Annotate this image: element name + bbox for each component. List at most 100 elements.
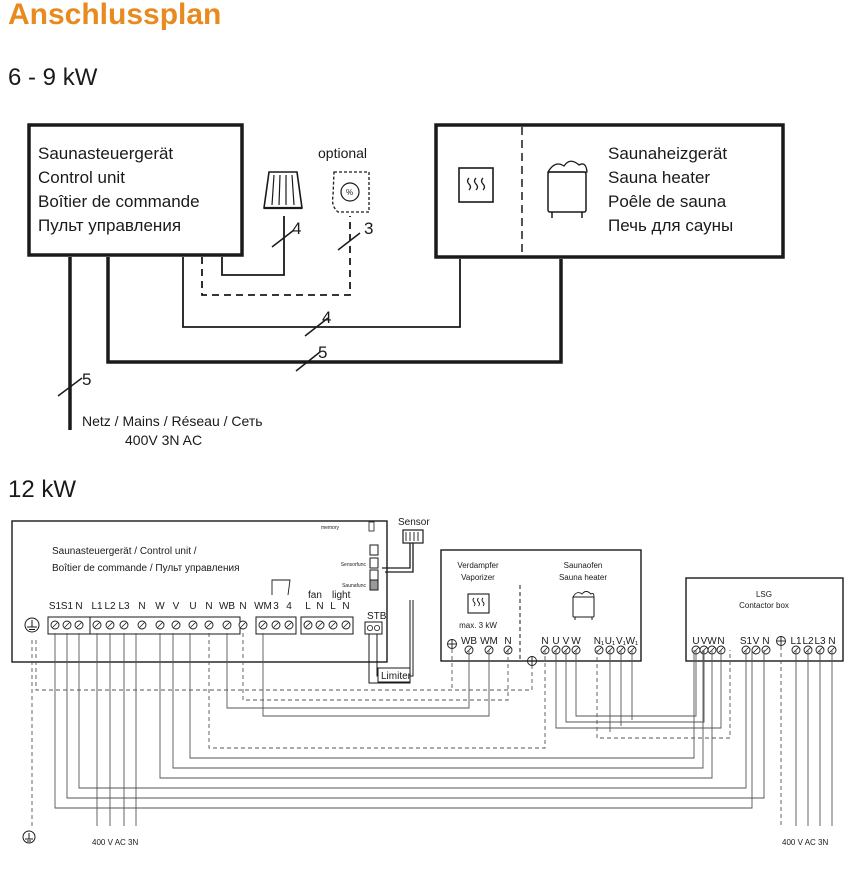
sensor-label: Sensor xyxy=(398,517,430,528)
heater-control-cable-label: 4 xyxy=(322,308,331,327)
terminal-label: L2 xyxy=(104,601,116,612)
terminal-screw-slot xyxy=(94,622,100,628)
terminal-label: WM xyxy=(254,601,272,612)
sauna-oven-label-de: Saunaofen xyxy=(564,561,603,570)
terminal-screw-slot xyxy=(317,622,323,628)
vaporizer-heating-icon xyxy=(467,593,490,614)
optional-label: optional xyxy=(318,145,367,161)
optional-cable-label: 3 xyxy=(364,219,373,238)
terminal-screws-fan-light xyxy=(303,620,351,630)
terminal-label: WM xyxy=(480,636,498,647)
temperature-sensor-icon xyxy=(263,171,303,210)
terminal-label: W xyxy=(155,601,165,612)
diagram-6-9kw: Saunasteuergerät Control unit Boîtier de… xyxy=(27,123,785,448)
heater-power-cable xyxy=(106,257,563,364)
terminal-screw-slot xyxy=(76,622,82,628)
terminal-label: L xyxy=(330,601,336,612)
dip-switches: memory Sensorfunc Saunafunc xyxy=(321,521,379,591)
terminal-label: N xyxy=(316,601,323,612)
stb-terminal xyxy=(364,621,383,635)
mains-label: Netz / Mains / Réseau / Сеть xyxy=(82,413,263,429)
terminal-label: W xyxy=(707,636,717,647)
terminal-label: N xyxy=(717,636,724,647)
terminal-label: L3 xyxy=(118,601,130,612)
contactor-terminal-screws-1 xyxy=(691,645,726,655)
supply-label-left: 400 V AC 3N xyxy=(92,838,138,847)
vaporizer-label-de: Verdampfer xyxy=(457,561,499,570)
page-title: Anschlussplan xyxy=(8,0,222,31)
terminal-label: L2 xyxy=(802,636,814,647)
terminal-screw-slot xyxy=(343,622,349,628)
control-unit-label-en: Control unit xyxy=(38,168,125,187)
terminal-screw-slot xyxy=(64,622,70,628)
terminal-label: V xyxy=(563,636,570,647)
terminal-screw-slot xyxy=(173,622,179,628)
sensor-12kw-icon xyxy=(402,529,424,544)
svg-text:%: % xyxy=(346,188,353,197)
terminal-label: L1 xyxy=(91,601,103,612)
terminal-label: N xyxy=(828,636,835,647)
terminal-label: W xyxy=(571,636,581,647)
sauna-oven-label-en: Sauna heater xyxy=(559,573,607,582)
limiter-box xyxy=(377,667,411,683)
control-unit-box-12kw xyxy=(11,520,388,663)
optional-sensor-icon: % xyxy=(331,171,370,213)
sensor-cable-label: 4 xyxy=(292,219,301,238)
switch-label-sensor: Sensorfunc xyxy=(341,562,367,568)
limiter-label: Limiter xyxy=(381,671,412,682)
terminal-screw-slot xyxy=(273,622,279,628)
diagram-12kw: Saunasteuergerät / Control unit / Boîtie… xyxy=(11,517,844,847)
mains-cable-label: 5 xyxy=(82,370,91,389)
heater-label-fr: Poêle de sauna xyxy=(608,192,727,211)
terminal-label: 3 xyxy=(273,601,279,612)
heater-power-cable-label: 5 xyxy=(318,343,327,362)
terminal-label: N xyxy=(239,601,246,612)
control-unit-label-line1: Saunasteuergerät / Control unit / xyxy=(52,546,197,557)
terminal-screw-slot xyxy=(224,622,230,628)
terminal-label: N xyxy=(342,601,349,612)
light-label: light xyxy=(332,590,351,601)
terminal-label: W₁ xyxy=(626,636,639,647)
terminal-label: N xyxy=(762,636,769,647)
heater-control-cable xyxy=(182,257,461,328)
terminal-label: V xyxy=(753,636,760,647)
terminal-label: N xyxy=(541,636,548,647)
terminal-label: L xyxy=(305,601,311,612)
terminal-label: U xyxy=(692,636,699,647)
control-unit-label-de: Saunasteuergerät xyxy=(38,144,173,163)
heater-label-en: Sauna heater xyxy=(608,168,710,187)
heater-terminal-screws-2 xyxy=(594,645,637,655)
terminal-label: V₁ xyxy=(616,636,627,647)
terminal-screw-slot xyxy=(330,622,336,628)
control-unit-label-line2: Boîtier de commande / Пульт управления xyxy=(52,563,240,574)
heater-label-de: Saunaheizgerät xyxy=(608,144,727,163)
sensor-wire-a xyxy=(385,543,414,573)
terminal-label: N xyxy=(75,601,82,612)
contactor-label-en: Contactor box xyxy=(739,601,789,610)
terminal-screw-slot xyxy=(157,622,163,628)
contactor-terminal-screws-3 xyxy=(791,645,837,655)
terminal-block-fan-light xyxy=(300,616,354,635)
sauna-oven-icon xyxy=(572,591,595,620)
sensor-wire-b xyxy=(382,543,411,569)
section-heading-6-9kw: 6 - 9 kW xyxy=(8,64,98,91)
sauna-heater-box xyxy=(434,123,785,259)
vaporizer-ground-icon xyxy=(447,639,457,649)
terminal-label: S1 xyxy=(61,601,74,612)
terminal-label: N xyxy=(504,636,511,647)
ground-symbol-top xyxy=(24,617,40,633)
control-unit-box xyxy=(27,123,244,257)
terminal-screw-slot xyxy=(121,622,127,628)
terminal-label: L1 xyxy=(790,636,802,647)
mains-voltage-label: 400V 3N AC xyxy=(125,432,202,448)
stb-label: STB xyxy=(367,611,387,622)
terminal-block-aux xyxy=(255,616,297,635)
terminal-label: N₁ xyxy=(594,636,605,647)
heater-label-ru: Печь для сауны xyxy=(608,216,733,235)
heater-ground-icon xyxy=(527,656,537,666)
